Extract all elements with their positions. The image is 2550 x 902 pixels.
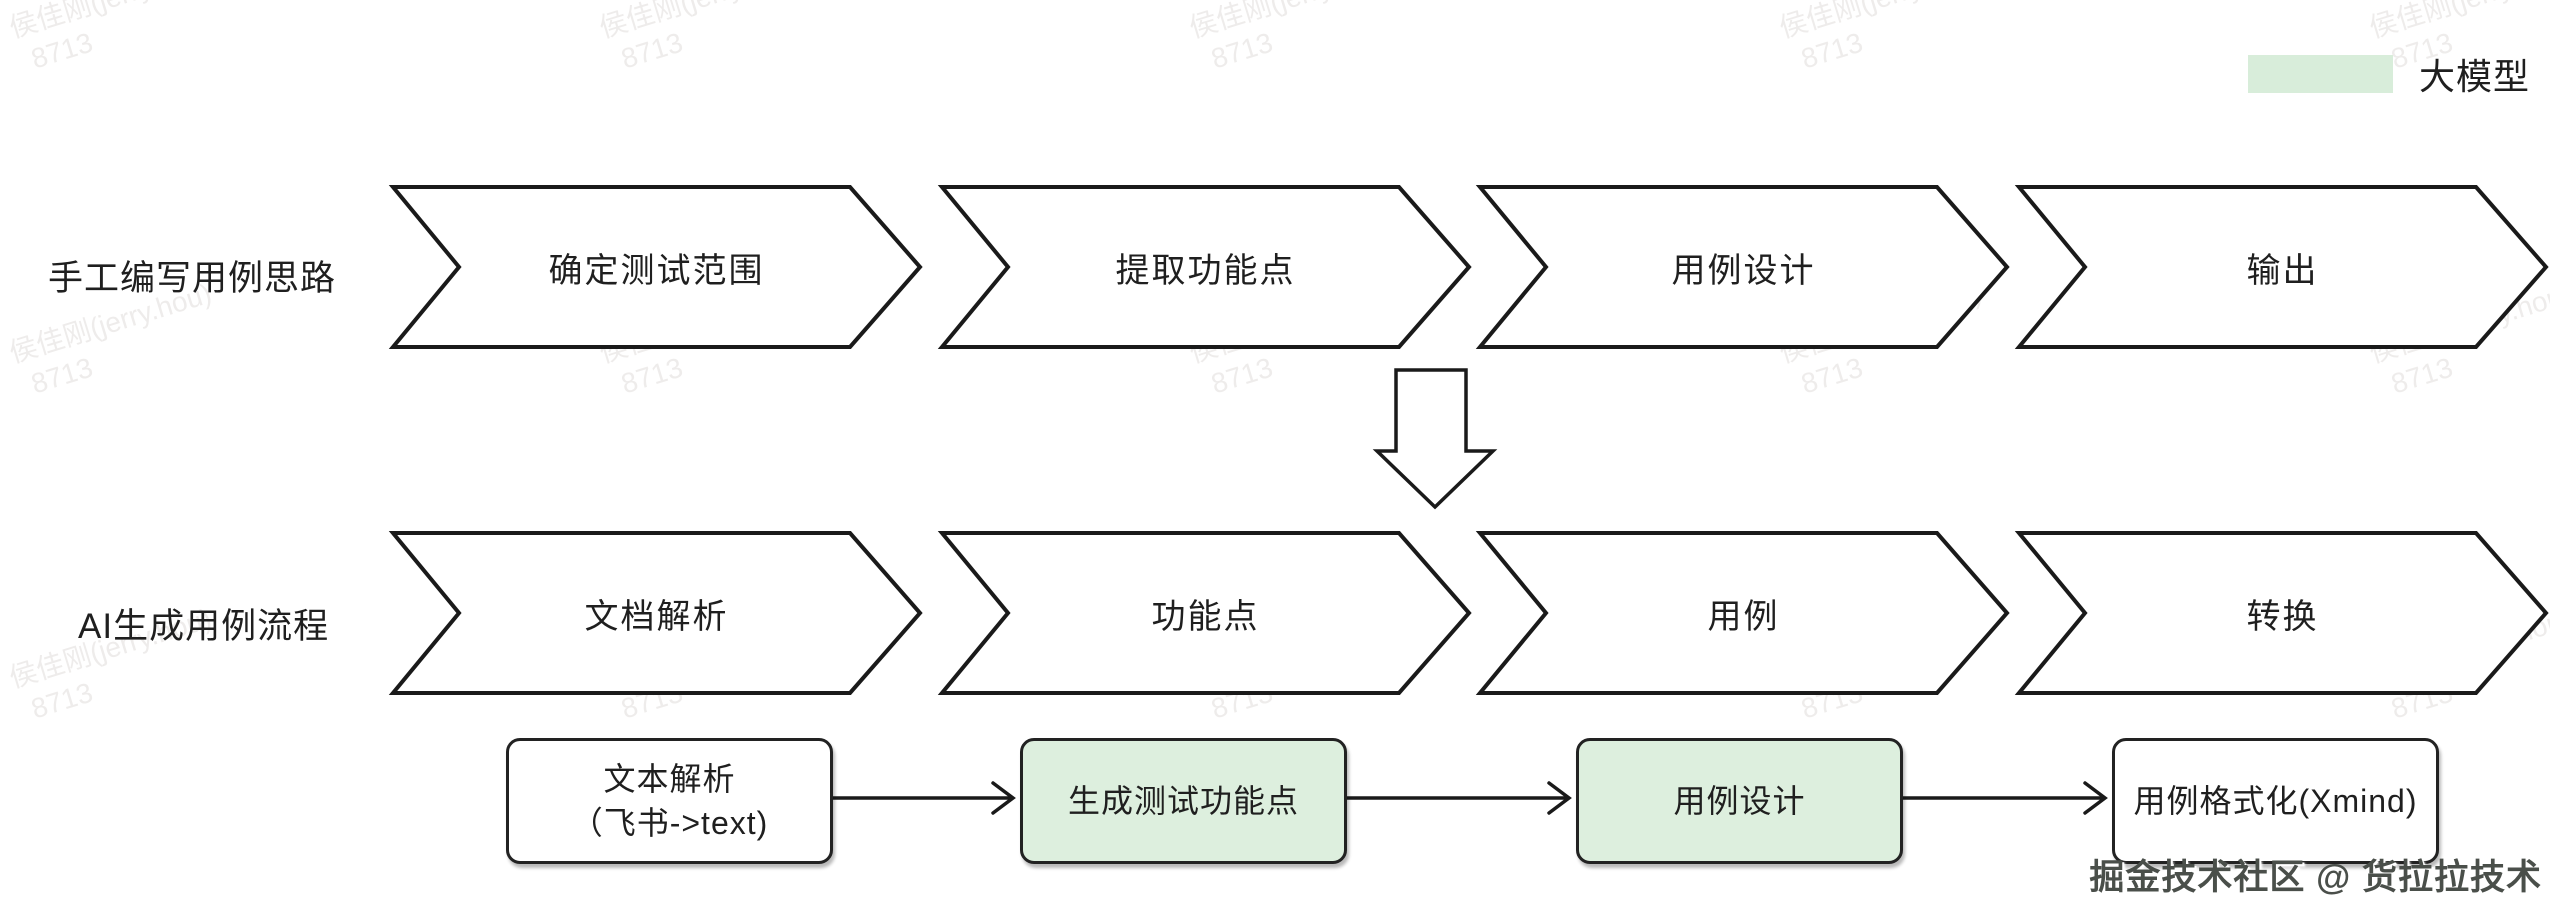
- chevron-ai-4: [2014, 531, 2549, 695]
- ai-row-label: AI生成用例流程: [78, 607, 330, 646]
- ai-step-label-1: 文档解析: [584, 597, 729, 636]
- ai-step-label-4: 转换: [2246, 597, 2319, 636]
- flow-arrow-1: [831, 781, 1016, 815]
- chevron-manual-4: [2014, 185, 2549, 349]
- detail-box-line: 生成测试功能点: [1067, 783, 1299, 819]
- chevron-manual-1: [388, 185, 923, 349]
- manual-step-label-3: 用例设计: [1671, 251, 1816, 290]
- manual-step-label-1: 确定测试范围: [548, 251, 765, 290]
- manual-step-label-2: 提取功能点: [1115, 251, 1296, 290]
- detail-box-line: （飞书->text): [570, 805, 769, 841]
- detail-box-gen-points: 生成测试功能点: [1020, 738, 1347, 864]
- legend: 大模型: [2248, 48, 2530, 100]
- detail-box-line: 用例格式化(Xmind): [2133, 783, 2418, 819]
- detail-box-format-xmind: 用例格式化(Xmind): [2112, 738, 2439, 864]
- manual-row-label: 手工编写用例思路: [48, 259, 337, 298]
- ai-step-label-3: 用例: [1707, 597, 1780, 636]
- chevron-ai-1: [388, 531, 923, 695]
- chevron-manual-2: [937, 185, 1472, 349]
- chevron-manual-3: [1475, 185, 2010, 349]
- legend-color-swatch: [2248, 55, 2393, 93]
- chevron-ai-2: [937, 531, 1472, 695]
- detail-box-case-design: 用例设计: [1576, 738, 1903, 864]
- legend-label: 大模型: [2419, 56, 2531, 97]
- chevron-ai-3: [1475, 531, 2010, 695]
- flow-arrow-3: [1900, 781, 2108, 815]
- down-arrow-icon: [1372, 368, 1498, 510]
- detail-box-line: 用例设计: [1673, 783, 1806, 819]
- footer-credit: 掘金技术社区 @ 货拉拉技术: [2089, 858, 2542, 897]
- flow-arrow-2: [1344, 781, 1572, 815]
- manual-step-label-4: 输出: [2246, 251, 2319, 290]
- detail-box-text-parse: 文本解析 （飞书->text): [506, 738, 833, 864]
- ai-step-label-2: 功能点: [1151, 597, 1260, 636]
- detail-box-line: 文本解析: [603, 761, 736, 797]
